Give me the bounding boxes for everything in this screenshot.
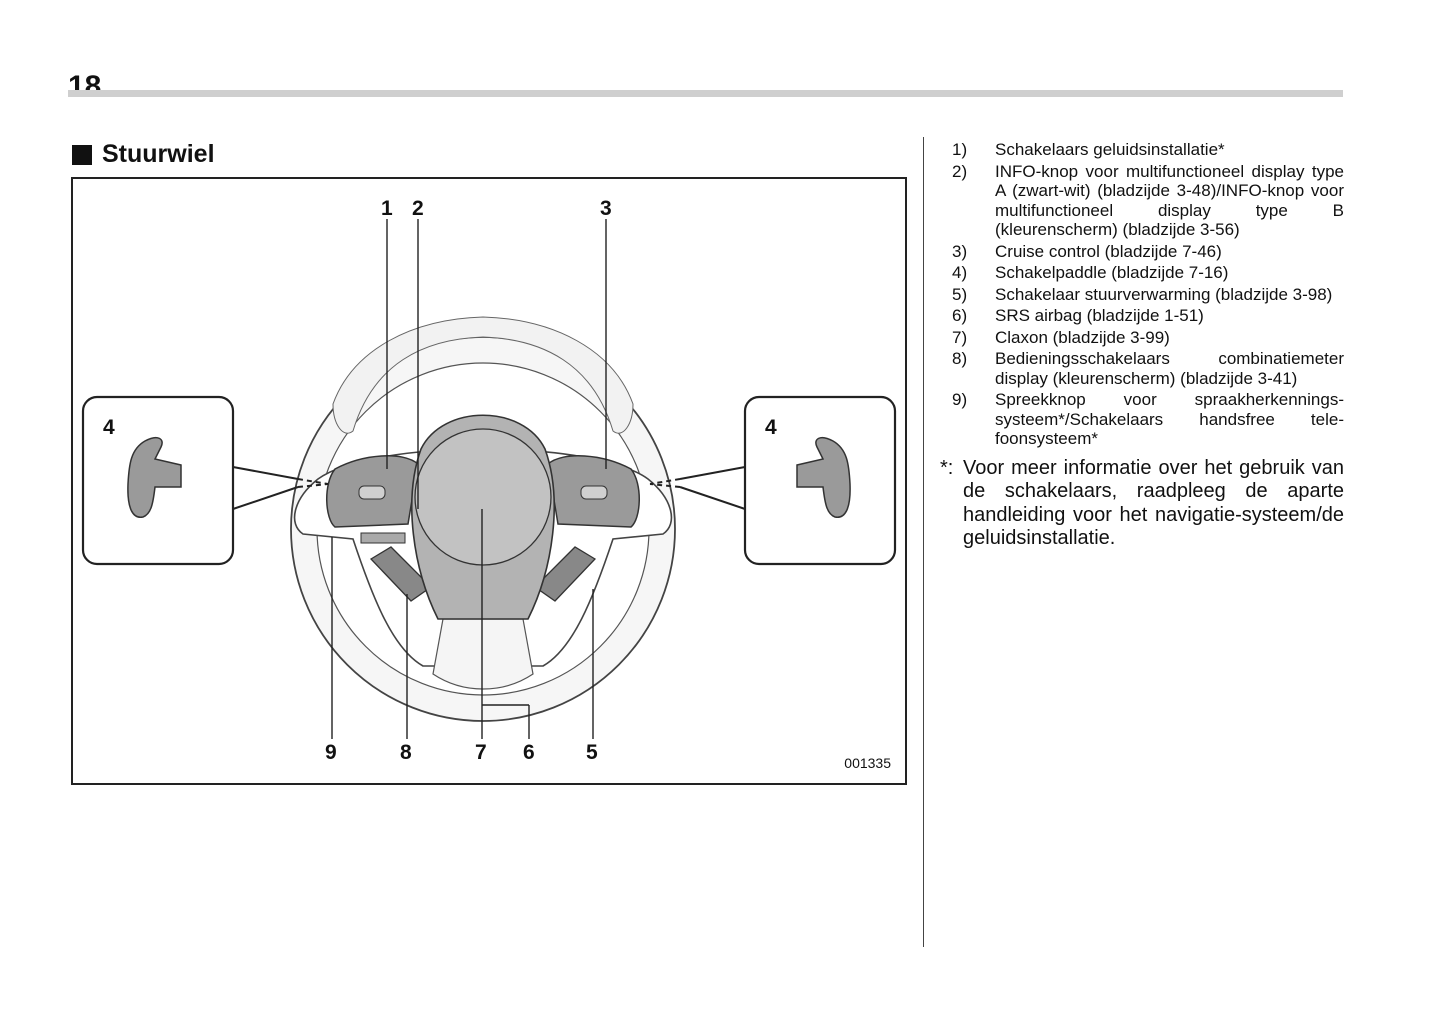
steering-wheel-figure: 1 2 3 4 4 9 8 7 6 5 001335 xyxy=(71,177,907,785)
legend-item-number: 5) xyxy=(952,284,968,304)
callout-4-left: 4 xyxy=(103,416,115,439)
footnote-text: Voor meer informatie over het gebruik va… xyxy=(963,456,1344,550)
legend-item-text: Bedieningsschakelaars combinatiemeter di… xyxy=(995,349,1344,388)
legend-item-text: Claxon (bladzijde 3-99) xyxy=(995,327,1170,347)
page-number: 18 xyxy=(68,70,102,103)
section-square-icon xyxy=(72,144,92,165)
airbag-centre-disc xyxy=(414,428,552,566)
legend-item: 3) Cruise control (bladzijde 7-46) xyxy=(952,242,1344,262)
figure-code: 001335 xyxy=(844,755,891,771)
left-switch-button-icon xyxy=(358,485,386,500)
legend-item: 9) Spreekknop voor spraakherkennings-sys… xyxy=(952,390,1344,449)
legend-item-number: 8) xyxy=(952,349,968,368)
legend-item: 1) Schakelaars geluidsinstallatie* xyxy=(952,140,1344,160)
callout-2: 2 xyxy=(412,197,424,220)
legend-item: 2) INFO-knop voor multifunctioneel displ… xyxy=(952,162,1344,240)
callout-5: 5 xyxy=(586,741,598,764)
legend-item: 7) Claxon (bladzijde 3-99) xyxy=(952,328,1344,348)
legend-item-text: Schakelaars geluidsinstallatie* xyxy=(995,140,1225,159)
footnote-mark: *: xyxy=(940,456,954,479)
callout-3: 3 xyxy=(600,197,612,220)
left-paddle-icon xyxy=(127,436,182,518)
legend-item: 6) SRS airbag (bladzijde 1-51) xyxy=(952,306,1344,326)
wheel-upper-contour xyxy=(332,316,634,434)
callout-9: 9 xyxy=(325,741,337,764)
right-paddle-icon xyxy=(796,436,851,518)
section-title-text: Stuurwiel xyxy=(102,140,215,168)
legend-item-number: 2) xyxy=(952,161,968,181)
footnote: *: Voor meer informatie over het gebruik… xyxy=(940,456,1344,551)
legend-item-number: 3) xyxy=(952,241,968,261)
section-title: Stuurwiel xyxy=(72,140,215,169)
legend-item: 4) Schakelpaddle (bladzijde 7-16) xyxy=(952,263,1344,283)
legend-item-number: 7) xyxy=(952,327,968,347)
legend-item-text: Schakelpaddle (bladzijde 7-16) xyxy=(995,263,1229,282)
legend-item-number: 4) xyxy=(952,263,968,282)
legend-item-text: Schakelaar stuurverwarming (bladzijde 3-… xyxy=(995,284,1333,304)
legend-item: 8) Bedieningsschakelaars combinatiemeter… xyxy=(952,349,1344,388)
callout-7: 7 xyxy=(475,741,487,764)
legend-item-text: Spreekknop voor spraakherkennings-systee… xyxy=(995,390,1344,448)
callout-8: 8 xyxy=(400,741,412,764)
legend-item-number: 6) xyxy=(952,306,968,325)
legend: 1) Schakelaars geluidsinstallatie* 2) IN… xyxy=(940,140,1344,551)
legend-item-text: Cruise control (bladzijde 7-46) xyxy=(995,241,1222,261)
right-switch-button-icon xyxy=(580,485,608,500)
column-divider xyxy=(923,137,924,947)
header-rule xyxy=(68,90,1343,97)
callout-1: 1 xyxy=(381,197,393,220)
callout-6: 6 xyxy=(523,741,535,764)
legend-item-number: 9) xyxy=(952,390,968,409)
voice-switch xyxy=(360,532,406,544)
legend-item-number: 1) xyxy=(952,140,968,159)
wheel-lower-spoke xyxy=(432,618,534,690)
legend-item-text: INFO-knop voor multifunctioneel display … xyxy=(995,161,1344,240)
legend-item: 5) Schakelaar stuurverwarming (bladzijde… xyxy=(952,285,1344,305)
legend-item-text: SRS airbag (bladzijde 1-51) xyxy=(995,306,1204,325)
callout-4-right: 4 xyxy=(765,416,777,439)
steering-wheel-illustration: 1 2 3 4 4 9 8 7 6 5 xyxy=(81,197,897,764)
